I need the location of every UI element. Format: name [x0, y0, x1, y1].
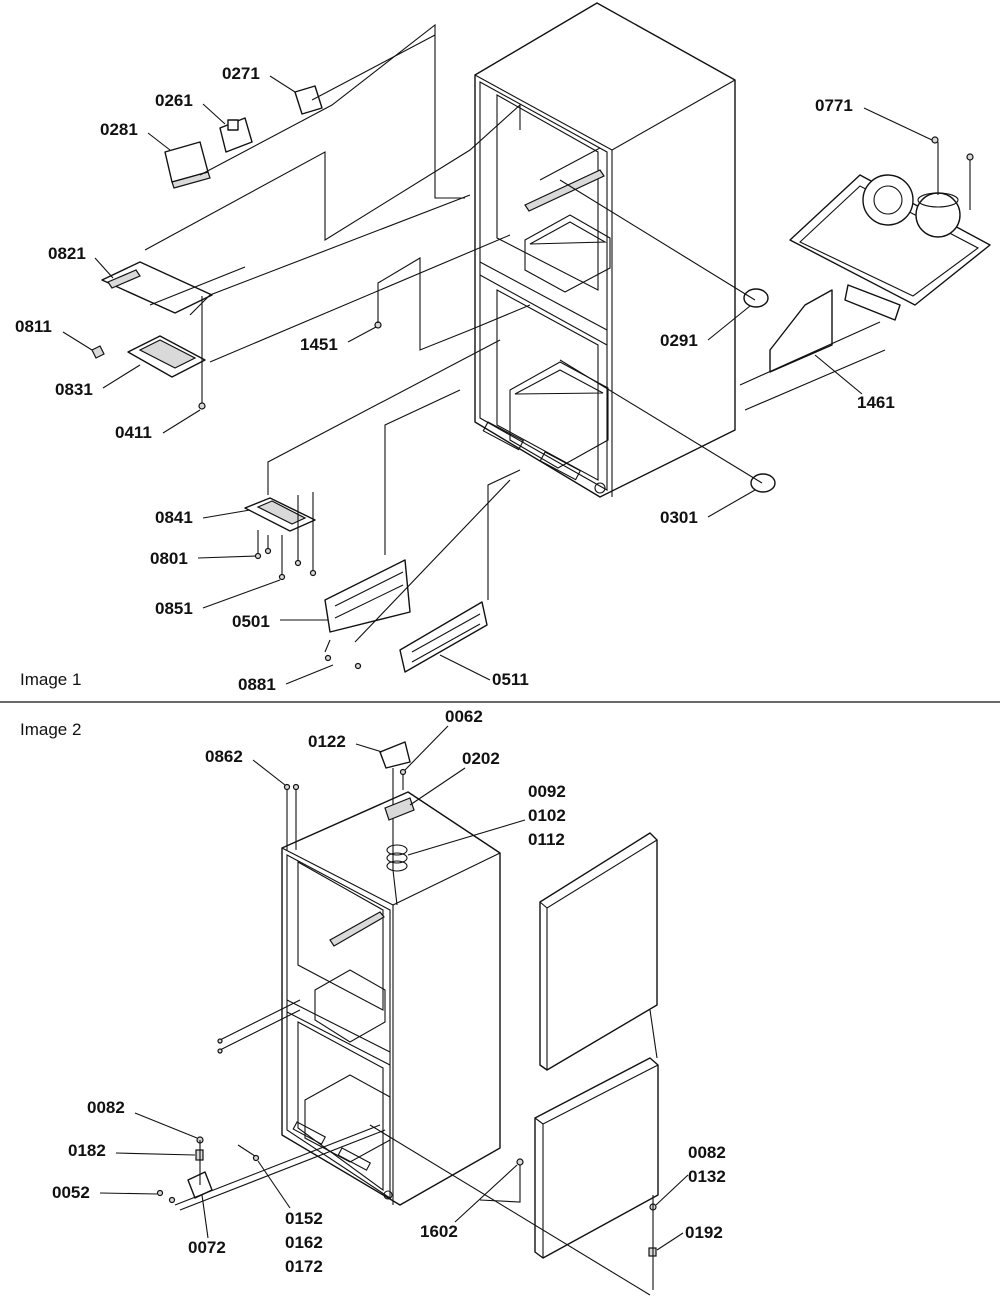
callout-0072: 0072	[188, 1238, 226, 1257]
part-0122-hinge-cover	[379, 741, 411, 769]
part-lower-door	[534, 1057, 659, 1259]
part-0072-bottom-hinge	[187, 1140, 213, 1199]
part-0202-top-hinge	[384, 797, 415, 821]
part-0052-screws	[156, 1189, 176, 1204]
callout-0082-left: 0082	[87, 1098, 125, 1117]
callout-0172: 0172	[285, 1257, 323, 1276]
part-1602-plug	[516, 1158, 524, 1166]
callout-0841: 0841	[155, 508, 193, 527]
image-1-callouts: 0271 0261 0281 0771 0821 0811 0831 0411 …	[15, 64, 933, 694]
part-0771-machine-compartment	[789, 136, 991, 321]
callout-0851: 0851	[155, 599, 193, 618]
part-0811-screw	[91, 345, 105, 359]
part-0841-bracket	[244, 497, 316, 532]
part-0281-control-box	[164, 141, 211, 189]
callout-0881: 0881	[238, 675, 276, 694]
part-0261-housing	[219, 117, 253, 153]
part-0821-evaporator-cover	[101, 261, 213, 314]
image-2-callouts: 0062 0122 0862 0202 0092 0102 0112 0082 …	[52, 707, 726, 1276]
callout-0821: 0821	[48, 244, 86, 263]
callout-0062: 0062	[445, 707, 483, 726]
part-0152-bracket	[237, 1144, 260, 1162]
image-1-guide-lines	[144, 23, 886, 653]
part-1461-insulation	[769, 289, 833, 373]
callout-0862: 0862	[205, 747, 243, 766]
callout-0102: 0102	[528, 806, 566, 825]
part-0291-bumper	[743, 288, 769, 308]
callout-0112: 0112	[528, 830, 565, 849]
callout-0192: 0192	[685, 1223, 723, 1242]
image-2-guide-lines	[174, 869, 658, 1296]
section-title-image-1: Image 1	[20, 670, 81, 689]
image-1-cabinet	[474, 2, 736, 498]
callout-0052: 0052	[52, 1183, 90, 1202]
part-0851-screws	[278, 492, 317, 581]
callout-0511: 0511	[492, 670, 529, 689]
part-0801-screws	[254, 530, 272, 560]
callout-1451: 1451	[300, 335, 338, 354]
part-0271-cover	[294, 85, 323, 115]
callout-0831: 0831	[55, 380, 93, 399]
part-upper-door	[539, 832, 658, 1071]
callout-0501: 0501	[232, 612, 270, 631]
callout-0122: 0122	[308, 732, 346, 751]
callout-1602: 1602	[420, 1222, 458, 1241]
image-2-cabinet	[281, 791, 501, 1206]
part-0092-0112-washers	[386, 844, 408, 872]
callout-0271: 0271	[222, 64, 260, 83]
section-title-image-2: Image 2	[20, 720, 81, 739]
part-0862-screws	[283, 783, 300, 850]
part-0501-rail	[324, 559, 411, 633]
part-0881-screws	[324, 654, 362, 670]
callout-0771: 0771	[815, 96, 853, 115]
part-0082-0192-door-bottom	[648, 1195, 657, 1290]
part-0831-cover	[127, 335, 206, 378]
callout-0801: 0801	[150, 549, 188, 568]
callout-1461: 1461	[857, 393, 895, 412]
part-0511-rail	[399, 601, 488, 673]
callout-0092: 0092	[528, 782, 566, 801]
callout-0082-right: 0082	[688, 1143, 726, 1162]
callout-0152: 0152	[285, 1209, 323, 1228]
part-middle-screws	[217, 999, 301, 1054]
callout-0281: 0281	[100, 120, 138, 139]
callout-0162: 0162	[285, 1233, 323, 1252]
callout-0182: 0182	[68, 1141, 106, 1160]
callout-0411: 0411	[115, 423, 152, 442]
part-0411-screw	[198, 296, 206, 410]
callout-0291: 0291	[660, 331, 698, 350]
callout-0811: 0811	[15, 317, 52, 336]
callout-0261: 0261	[155, 91, 193, 110]
callout-0132: 0132	[688, 1167, 726, 1186]
callout-0202: 0202	[462, 749, 500, 768]
callout-0301: 0301	[660, 508, 698, 527]
part-0301-bumper	[750, 473, 776, 493]
